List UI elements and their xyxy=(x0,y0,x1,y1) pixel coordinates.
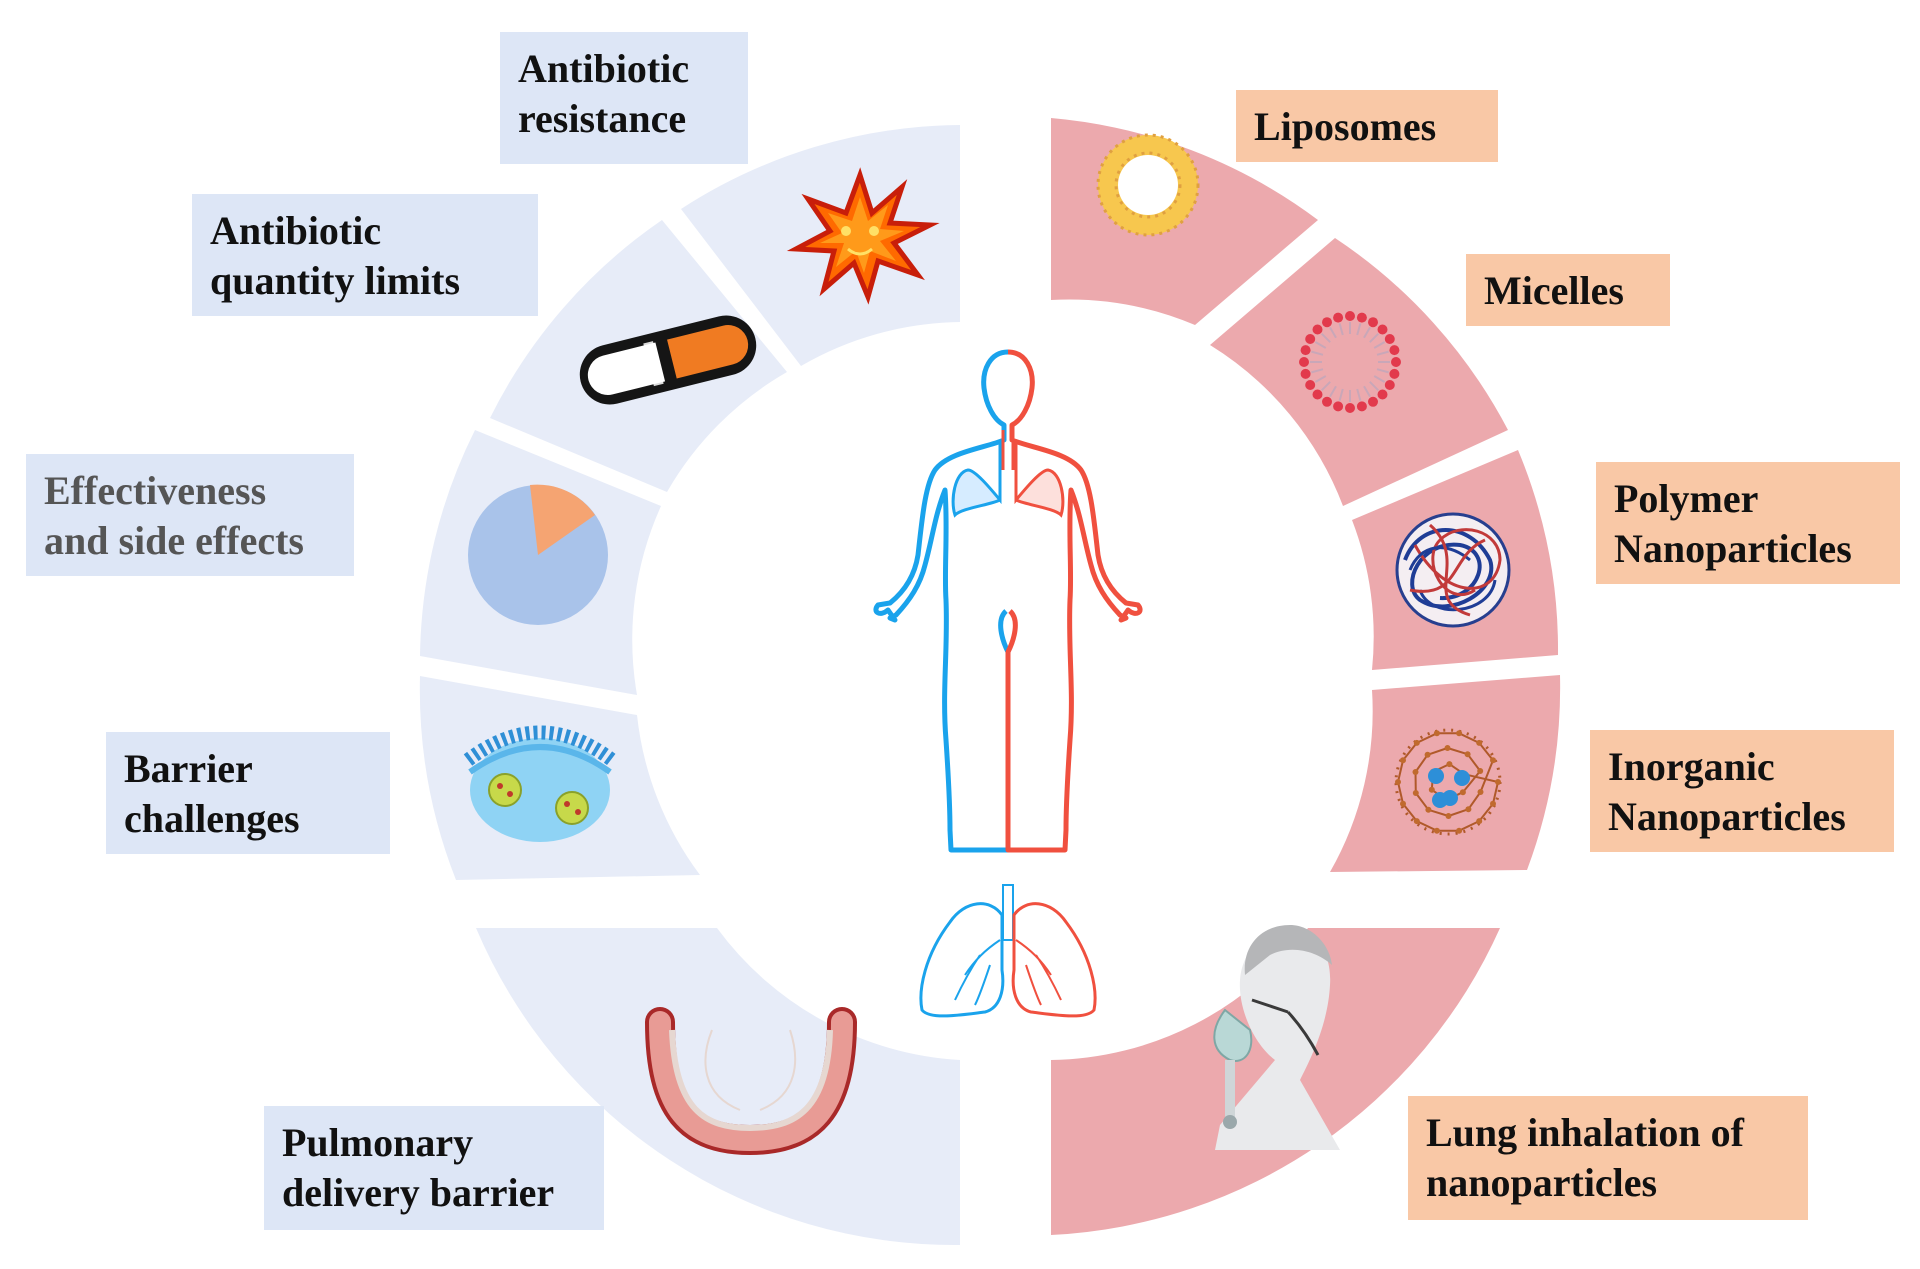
segment-inorganic-nanoparticles xyxy=(1330,675,1560,872)
label-line: Effectiveness xyxy=(44,466,336,516)
fullerene-atom xyxy=(1425,752,1431,758)
fullerene-atom xyxy=(1400,801,1406,807)
micelle-head xyxy=(1357,401,1367,411)
micelle-head xyxy=(1333,401,1343,411)
label-polymer-nanoparticles: Polymer Nanoparticles xyxy=(1596,462,1900,584)
liposome-icon xyxy=(1098,135,1198,235)
micelle-head xyxy=(1313,325,1323,335)
fullerene-atom xyxy=(1477,768,1483,774)
label-liposomes: Liposomes xyxy=(1236,90,1498,162)
micelle-head xyxy=(1322,317,1332,327)
label-line: quantity limits xyxy=(210,256,520,306)
label-line: Inorganic xyxy=(1608,742,1876,792)
fullerene-atom xyxy=(1395,779,1401,785)
label-pulmonary-delivery-barrier: Pulmonary delivery barrier xyxy=(264,1106,604,1230)
label-line: Antibiotic xyxy=(518,44,730,94)
micelle-head xyxy=(1378,325,1388,335)
label-barrier-challenges: Barrier challenges xyxy=(106,732,390,854)
segment-micelles xyxy=(1210,238,1508,506)
micelle-head xyxy=(1299,357,1309,367)
label-line: nanoparticles xyxy=(1426,1158,1790,1208)
fullerene-atom xyxy=(1490,757,1496,763)
fullerene-core xyxy=(1432,792,1448,808)
micelle-head xyxy=(1333,313,1343,323)
label-line: Nanoparticles xyxy=(1614,524,1882,574)
label-effectiveness-side-effects: Effectiveness and side effects xyxy=(26,454,354,576)
fullerene-atom xyxy=(1465,751,1471,757)
micelle-head xyxy=(1385,380,1395,390)
fullerene-atom xyxy=(1413,790,1419,796)
fullerene-atom xyxy=(1456,730,1462,736)
fullerene-atom xyxy=(1413,769,1419,775)
micelle-head xyxy=(1368,397,1378,407)
micelle-head xyxy=(1385,334,1395,344)
label-line: Liposomes xyxy=(1254,102,1480,152)
pie-chart-icon xyxy=(468,485,608,625)
micelle-head xyxy=(1357,313,1367,323)
fullerene-atom xyxy=(1429,787,1435,793)
micelle-head xyxy=(1378,390,1388,400)
fullerene-atom xyxy=(1476,740,1482,746)
label-antibiotic-resistance: Antibiotic resistance xyxy=(500,32,748,164)
human-body-icon xyxy=(876,352,1140,850)
label-line: delivery barrier xyxy=(282,1168,586,1218)
fullerene-atom xyxy=(1414,740,1420,746)
micelle-head xyxy=(1391,357,1401,367)
fullerene-atom xyxy=(1490,801,1496,807)
label-antibiotic-quantity-limits: Antibiotic quantity limits xyxy=(192,194,538,316)
micelle-head xyxy=(1301,369,1311,379)
micelle-head xyxy=(1305,380,1315,390)
label-line: Antibiotic xyxy=(210,206,520,256)
label-line: Lung inhalation of xyxy=(1426,1108,1790,1158)
fullerene-atom xyxy=(1400,757,1406,763)
fullerene-core xyxy=(1454,770,1470,786)
label-inorganic-nanoparticles: Inorganic Nanoparticles xyxy=(1590,730,1894,852)
fullerene-atom xyxy=(1456,828,1462,834)
fullerene-core xyxy=(1428,768,1444,784)
micelle-head xyxy=(1301,345,1311,355)
micelle-head xyxy=(1313,390,1323,400)
micelle-head xyxy=(1389,345,1399,355)
fullerene-atom xyxy=(1434,828,1440,834)
fullerene-atom xyxy=(1446,761,1452,767)
fullerene-atom xyxy=(1445,745,1451,751)
micelle-head xyxy=(1368,317,1378,327)
label-line: Pulmonary xyxy=(282,1118,586,1168)
micelle-head xyxy=(1322,397,1332,407)
fullerene-atom xyxy=(1465,806,1471,812)
fullerene-atom xyxy=(1478,789,1484,795)
micelle-head xyxy=(1345,311,1355,321)
micelle-head xyxy=(1389,369,1399,379)
fullerene-atom xyxy=(1476,818,1482,824)
label-line: Polymer xyxy=(1614,474,1882,524)
fullerene-atom xyxy=(1434,730,1440,736)
polymer-ball-icon xyxy=(1397,514,1509,626)
label-line: resistance xyxy=(518,94,730,144)
label-lung-inhalation: Lung inhalation of nanoparticles xyxy=(1408,1096,1808,1220)
fullerene-atom xyxy=(1414,818,1420,824)
label-line: Barrier xyxy=(124,744,372,794)
fullerene-atom xyxy=(1425,807,1431,813)
label-line: Nanoparticles xyxy=(1608,792,1876,842)
label-line: and side effects xyxy=(44,516,336,566)
ring-segments xyxy=(420,118,1560,1245)
lungs-icon xyxy=(921,885,1095,1016)
fullerene-atom xyxy=(1495,779,1501,785)
label-line: challenges xyxy=(124,794,372,844)
fullerene-atom xyxy=(1446,813,1452,819)
label-line: Micelles xyxy=(1484,266,1652,316)
micelle-head xyxy=(1305,334,1315,344)
label-micelles: Micelles xyxy=(1466,254,1670,326)
fullerene-atom xyxy=(1460,789,1466,795)
micelle-head xyxy=(1345,403,1355,413)
